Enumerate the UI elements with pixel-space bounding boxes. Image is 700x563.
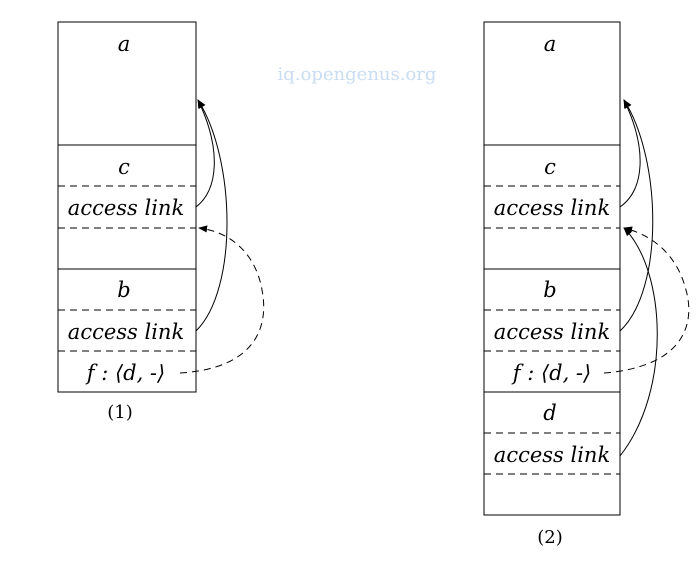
frame-d-access-link: access link [494, 443, 610, 467]
frame-c-label: c [544, 155, 556, 179]
arrow-c-to-a [619, 99, 641, 208]
frame-b-access-link: access link [494, 320, 610, 344]
frame-b-label: b [543, 278, 556, 302]
frame-b-access-link: access link [68, 320, 184, 344]
frame-b-closure-f: f : ⟨d, -⟩ [511, 361, 591, 385]
caption-1: (1) [107, 402, 133, 423]
arrow-closure-to-c-link [179, 225, 265, 374]
arrow-d-to-c-link [619, 227, 658, 457]
frame-c-access-link: access link [494, 196, 610, 220]
frame-c-label: c [118, 155, 130, 179]
frame-d-label: d [543, 401, 556, 425]
arrow-closure-to-c-link [603, 226, 690, 374]
arrow-b-to-a [195, 99, 228, 332]
watermark: iq.opengenus.org [278, 64, 437, 85]
arrow-b-to-a [619, 99, 654, 332]
caption-2: (2) [537, 527, 563, 548]
arrow-c-to-a [195, 99, 215, 208]
stack-1: a c access link b access link f : ⟨d, -⟩… [57, 21, 265, 423]
frame-a-label: a [118, 32, 131, 56]
frame-b-label: b [117, 278, 130, 302]
frame-b-closure-f: f : ⟨d, -⟩ [85, 361, 165, 385]
frame-c-access-link: access link [68, 196, 184, 220]
frame-a-label: a [544, 32, 557, 56]
stack-2: a c access link b access link f : ⟨d, -⟩… [483, 21, 690, 548]
